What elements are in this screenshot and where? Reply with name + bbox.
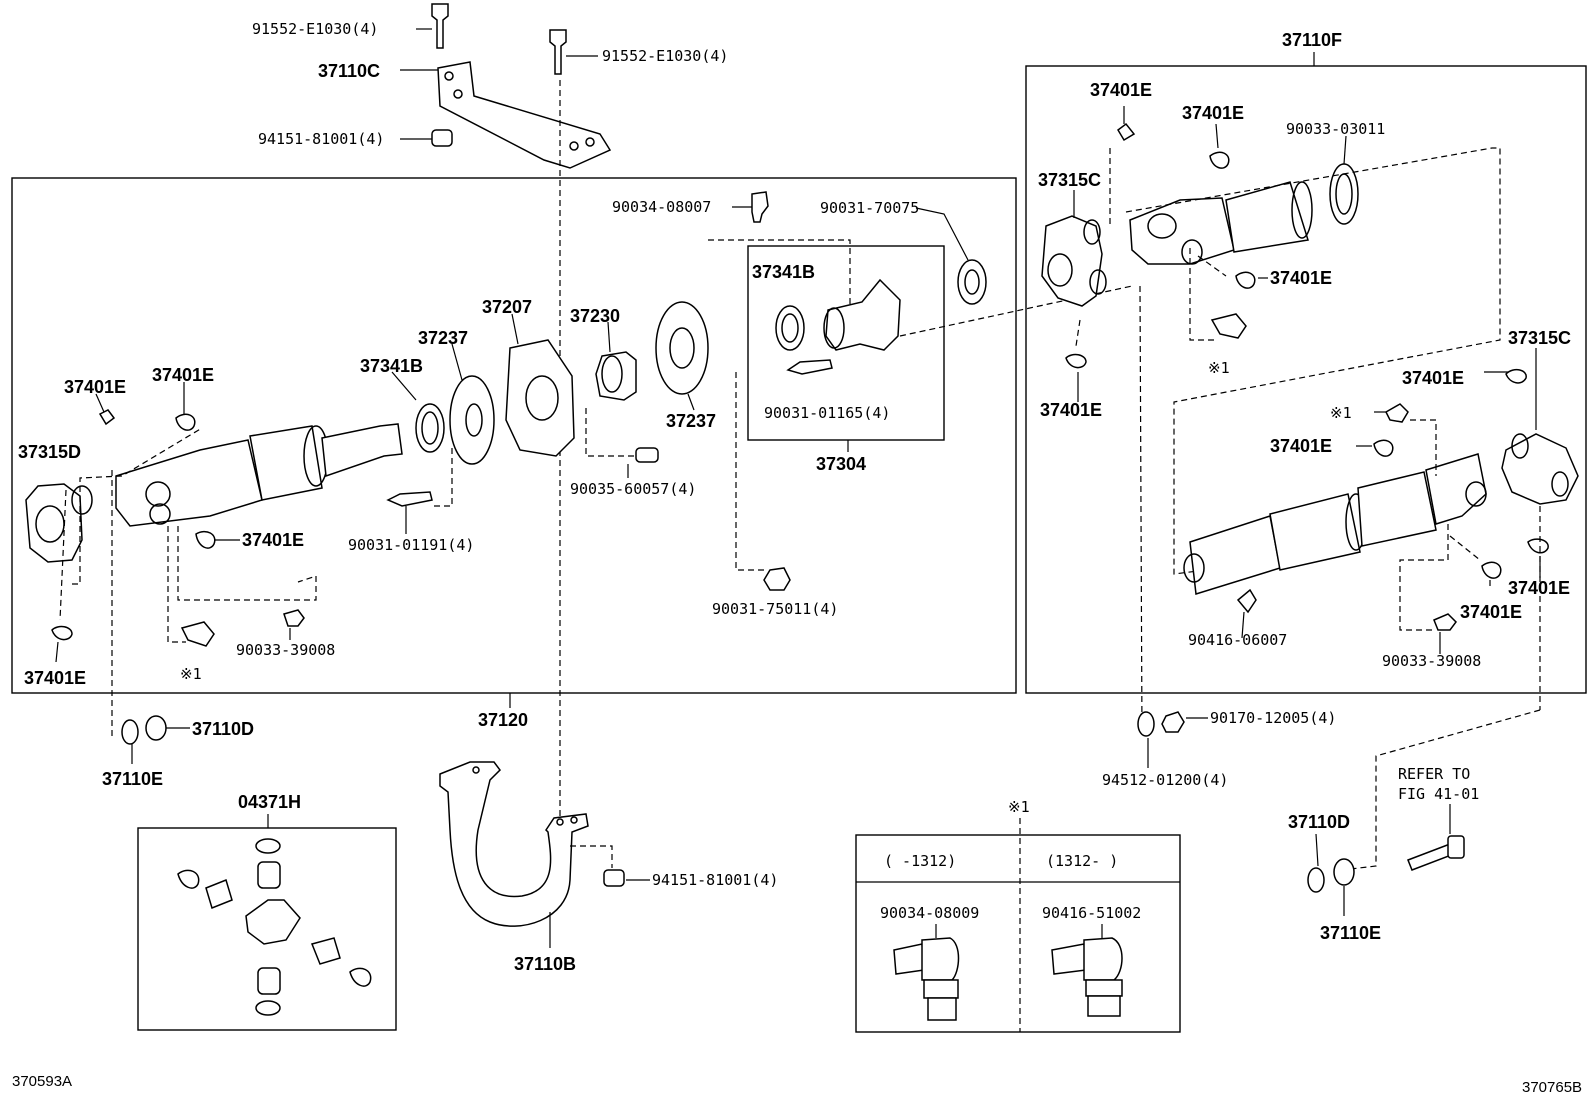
note-table-frame [855,818,1181,1033]
bearing-assy-drawing [732,191,1133,375]
corner-code-right: 370765B [1522,1079,1582,1096]
label-note1-left: ※1 [180,665,202,683]
label-37110d-left: 37110D [192,719,254,739]
label-37237-left: 37237 [418,328,468,348]
label-37110c: 37110C [318,61,380,81]
label-37401e-r8: 37401E [1460,602,1522,622]
note-table-col2-part: 90416-51002 [1042,904,1141,922]
label-91552-e1030-left: 91552-E1030(4) [252,20,378,38]
label-37401e-r4: 37401E [1040,400,1102,420]
label-37401e-l4: 37401E [24,668,86,688]
label-37401e-r5: 37401E [1402,368,1464,388]
label-37401e-l2: 37401E [152,365,214,385]
kit-04371h-drawing [177,838,372,1016]
label-37315c-top: 37315C [1038,170,1101,190]
label-note1-right-mid: ※1 [1330,404,1352,422]
washers-37110-left [121,715,190,764]
center-support-frame [11,177,1017,694]
washers-bottom-right [1137,711,1465,916]
label-37401e-r7: 37401E [1508,578,1570,598]
label-91552-e1030-right: 91552-E1030(4) [602,47,728,65]
label-90031-75011: 90031-75011(4) [712,600,838,618]
label-37110d-right: 37110D [1288,812,1350,832]
label-37401e-r3: 37401E [1270,268,1332,288]
label-37120: 37120 [478,710,528,730]
label-94151-81001-bottom: 94151-81001(4) [652,871,778,889]
label-37207: 37207 [482,297,532,317]
label-37401e-l3: 37401E [242,530,304,550]
label-37110e-left: 37110E [102,769,163,789]
label-90033-39008-right: 90033-39008 [1382,652,1481,670]
left-label-leaders [55,313,695,663]
label-90031-01165: 90031-01165(4) [764,404,890,422]
rear-shaft-frame [1025,65,1587,694]
label-90031-70075: 90031-70075 [820,199,919,217]
label-90170-12005: 90170-12005(4) [1210,709,1336,727]
rear-shaft-drawing [1041,122,1579,871]
label-refer-line1: REFER TO [1398,765,1470,783]
corner-code-left: 370593A [12,1073,72,1090]
note-table-title: ※1 [1008,798,1030,816]
note-table-col2-header: (1312- ) [1046,852,1118,870]
bearing-assy-frame [747,245,945,441]
label-37110b: 37110B [514,954,576,974]
label-37304: 37304 [816,454,866,474]
front-shaft-drawing [25,239,851,736]
note-table-col1-header: ( -1312) [884,852,956,870]
label-refer-line2: FIG 41-01 [1398,785,1479,803]
note-table-fittings [893,924,1123,1021]
label-90033-03011: 90033-03011 [1286,120,1385,138]
label-90035-60057: 90035-60057(4) [570,480,696,498]
label-90033-39008-left: 90033-39008 [236,641,335,659]
kit-04371h-frame [137,827,397,1031]
support-37110b-drawing [439,761,650,948]
label-37401e-r2: 37401E [1182,103,1244,123]
label-37401e-r1: 37401E [1090,80,1152,100]
bracket-37110c-drawing [400,3,612,880]
label-37341b: 37341B [360,356,423,376]
label-04371h: 04371H [238,792,301,812]
label-90416-06007: 90416-06007 [1188,631,1287,649]
label-94151-81001-top: 94151-81001(4) [258,130,384,148]
label-90031-01191: 90031-01191(4) [348,536,474,554]
right-label-leaders [1073,106,1541,654]
label-37237-right: 37237 [666,411,716,431]
label-37401e-r6: 37401E [1270,436,1332,456]
label-90034-08007: 90034-08007 [612,198,711,216]
label-37110f: 37110F [1282,30,1342,50]
label-37401e-l1: 37401E [64,377,126,397]
note-table-col1-part: 90034-08009 [880,904,979,922]
label-37315d: 37315D [18,442,81,462]
label-94512-01200: 94512-01200(4) [1102,771,1228,789]
label-note1-right-top: ※1 [1208,359,1230,377]
label-37230: 37230 [570,306,620,326]
label-37315c-right: 37315C [1508,328,1571,348]
label-37110e-right: 37110E [1320,923,1381,943]
label-37341b-box: 37341B [752,262,815,282]
